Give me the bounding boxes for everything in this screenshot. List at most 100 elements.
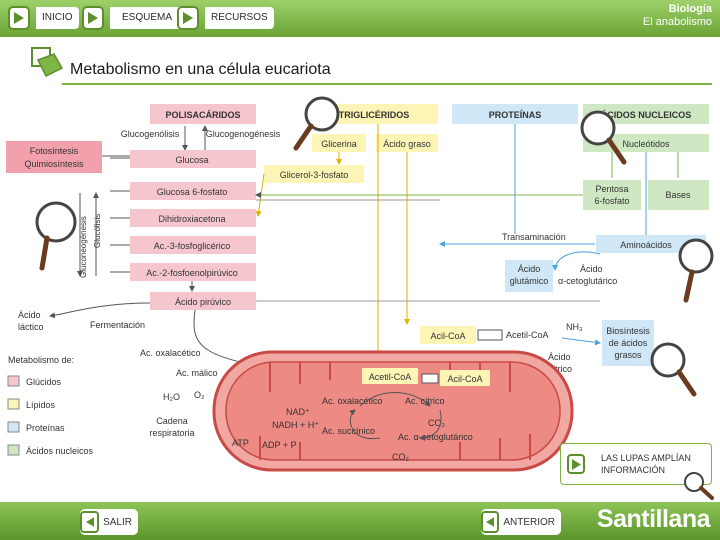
hint-text: LAS LUPAS AMPLÍAN INFORMACIÓN [601,452,691,476]
play-icon[interactable] [567,454,585,474]
adp-label: ADP + P [262,440,297,450]
glicerol3-box [264,165,364,183]
play-icon [8,6,30,30]
transaminacion-label: Transaminación [502,232,566,242]
ac2-label: Ac.-2-fosfoenolpirúvico [146,268,238,278]
recursos-button[interactable]: RECURSOS [177,4,274,32]
polisacaridos-label: POLISACÁRIDOS [165,110,240,120]
salir-label: SALIR [103,516,132,528]
mito-acil-label: Acil-CoA [447,374,482,384]
dihidroxiacetona-label: Dihidroxiacetona [158,214,225,224]
magnifier-icon[interactable] [293,96,340,151]
glucosa-label: Glucosa [175,155,208,165]
mito-channel-icon [421,373,439,384]
pentosa-label-2: 6-fosfato [594,196,629,206]
legend-label: Ácidos nucleicos [26,446,94,456]
legend-label: Proteínas [26,423,65,433]
magnifier-icon[interactable] [35,201,77,271]
biosintesis-label-1: Biosíntesis [606,326,650,336]
mito-co2-a-label: CO₂ [428,418,446,428]
legend-title: Metabolismo de: [8,355,74,365]
page-title: Metabolismo en una célula eucariota [70,61,331,78]
ac-malico-label: Ac. málico [176,368,218,378]
biosintesis-label-3: grasos [614,350,642,360]
mito-succinico-label: Ac. succínico [322,426,375,436]
bases-box [648,180,709,210]
pentosa-box [583,180,641,210]
inicio-label: INICIO [36,7,79,29]
ac2-box [130,263,256,281]
glicerina-box [312,134,366,152]
salir-button[interactable]: SALIR [80,509,138,535]
nucleotidos-label: Nucleótidos [622,139,670,149]
acil-coa-label: Acil-CoA [430,331,465,341]
glucolisis-label: Glucólisis [93,214,102,248]
bases-label: Bases [665,190,691,200]
acido-glutamico-box [505,260,553,292]
recursos-label: RECURSOS [205,7,274,29]
polisacaridos-box [150,104,256,124]
play-icon [80,511,100,533]
esquema-button[interactable]: ESQUEMA [82,4,185,32]
inicio-button[interactable]: INICIO [8,4,79,32]
acido-graso-box [376,134,438,152]
acido-citrico-label-1: Ácido [548,352,571,362]
subject-header: Biología El anabolismo [643,3,712,29]
acido-ceto-label-2: α-cetoglutárico [558,276,617,286]
nad-label: NAD⁺ [286,407,310,417]
nh3-label: NH₃ [566,322,583,332]
glicerina-label: Glicerina [321,139,357,149]
gluconeogenesis-label: Gluconeogénesis [79,216,88,278]
acido-piruvico-label: Ácido pirúvico [175,297,231,307]
fotosintesis-box [6,141,102,173]
subject-topic: El anabolismo [642,16,712,28]
proteinas-box [452,104,578,124]
ac3-box [130,236,256,254]
acidos-nucleicos-box [583,104,709,124]
anterior-button[interactable]: ANTERIOR [481,509,561,535]
acido-piruvico-box [150,292,256,310]
acido-glutamico-label-2: glutámico [510,276,549,286]
o2-label: O₂ [194,390,205,400]
acido-graso-label: Ácido graso [383,139,431,149]
hint-line-1: LAS LUPAS AMPLÍAN [601,453,691,463]
acido-glutamico-label-1: Ácido [518,264,541,274]
metabolism-diagram: POLISACÁRIDOS TRIGLICÉRIDOS PROTEÍNAS ÁC… [6,96,714,472]
acido-ceto-label-1: Ácido [580,264,603,274]
biosintesis-label-2: de ácidos [609,338,648,348]
magnifier-icon [684,472,714,500]
acetil-coa-label: Acetil-CoA [506,330,549,340]
quimiosintesis-label: Quimiosíntesis [24,159,84,169]
acido-lactico-label-1: Ácido [18,310,41,320]
play-icon [177,6,199,30]
mito-co2-b-label: CO₂ [392,452,410,462]
title-underline [62,83,712,85]
magnifier-icon[interactable] [580,110,627,165]
cadena-label-1: Cadena [156,416,188,426]
cube-icon [31,47,64,78]
mito-acetil-box [362,368,418,384]
legend-swatch [7,375,20,387]
glicerol3-label: Glicerol-3-fosfato [280,170,349,180]
aminoacidos-box [596,235,706,253]
magnifier-icon[interactable] [678,238,714,303]
acido-lactico-label-2: láctico [18,322,44,332]
membrane-channel-icon [477,329,503,341]
magnifier-icon[interactable] [650,342,697,397]
fotosintesis-label: Fotosíntesis [30,146,79,156]
legend-swatch [7,398,20,410]
acidos-nucleicos-label: ÁCIDOS NUCLEICOS [601,110,692,120]
aminoacidos-label: Aminoácidos [620,240,672,250]
pentosa-label-1: Pentosa [595,184,628,194]
ac-oxalacetico-outside-label: Ac. oxalacético [140,348,201,358]
acil-coa-box [420,326,476,344]
subject-name: Biología [668,3,712,15]
acido-citrico-label-2: cítrico [548,364,572,374]
proteinas-label: PROTEÍNAS [489,110,542,120]
glucogenolisis-label: Glucogenólisis [121,129,180,139]
legend-label: Lípidos [26,400,56,410]
trigliceridos-box [310,104,438,124]
esquema-label: ESQUEMA [110,7,185,29]
ac3-label: Ac.-3-fosfoglicérico [154,241,231,251]
